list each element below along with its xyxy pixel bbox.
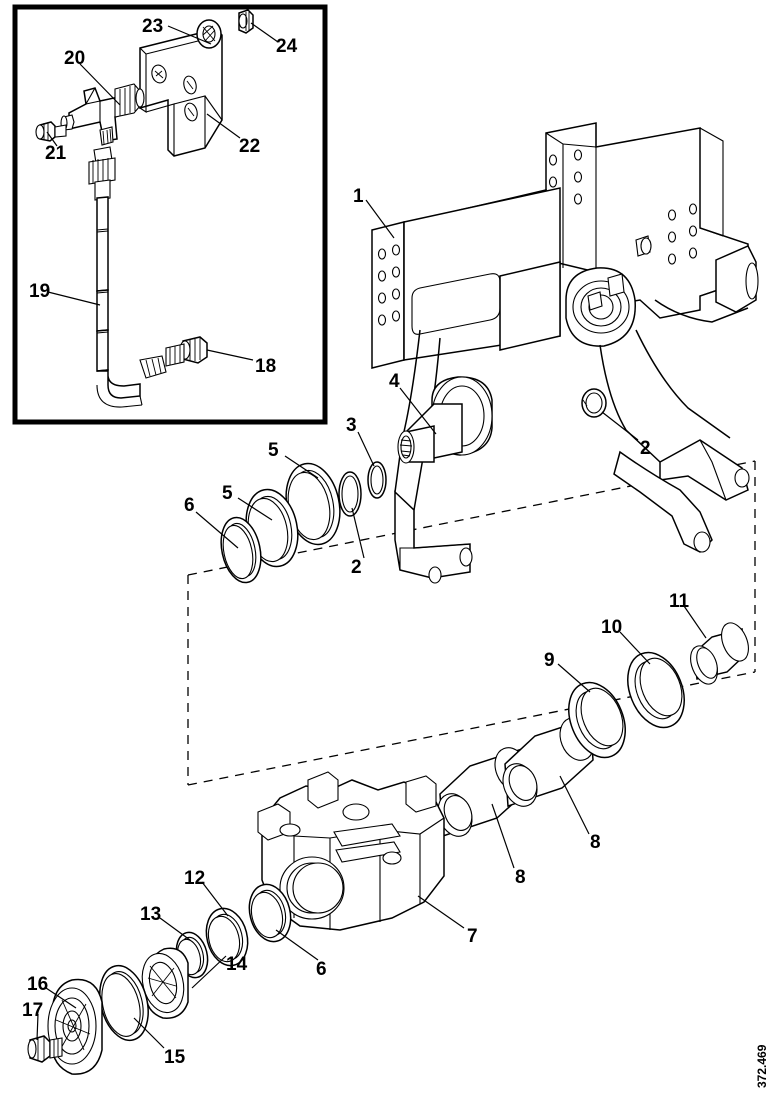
callout-3: 3	[346, 415, 357, 436]
callout-1: 1	[353, 186, 364, 207]
ring-3	[367, 461, 387, 499]
callout-15: 15	[164, 1047, 186, 1068]
callout-9: 9	[544, 650, 555, 671]
tee-fitting-20	[60, 83, 145, 146]
spindle-4	[397, 376, 493, 464]
callout-2a: 2	[640, 438, 651, 459]
callout-6b: 6	[316, 959, 327, 980]
gasket-15	[99, 964, 149, 1042]
banjo-bolt-21	[35, 121, 67, 142]
drain-plug-17	[27, 1035, 63, 1063]
callout-22: 22	[239, 136, 260, 157]
callout-16: 16	[27, 974, 48, 995]
callout-5b: 5	[222, 483, 233, 504]
seal-ring-5a	[285, 462, 341, 546]
callout-5a: 5	[268, 440, 279, 461]
callout-12: 12	[184, 868, 205, 889]
seal-ring-12	[205, 907, 249, 967]
callout-4: 4	[389, 371, 400, 392]
inset-panel: 20 21 22 23 24 19 18	[12, 4, 328, 425]
o-ring-2	[581, 388, 607, 418]
callout-8b: 8	[590, 832, 601, 853]
callout-18: 18	[255, 356, 276, 377]
brake-hose-19	[88, 146, 143, 408]
bearing-cone-14	[141, 947, 189, 1019]
callout-20: 20	[64, 48, 85, 69]
callout-24: 24	[276, 36, 298, 57]
ring-2-small	[338, 471, 362, 517]
piston-seal-10	[627, 651, 685, 729]
callout-17: 17	[22, 1000, 43, 1021]
callout-14: 14	[226, 954, 248, 975]
main-leader-lines	[36, 199, 707, 1049]
callout-21: 21	[45, 143, 67, 164]
caliper-body-7	[257, 771, 445, 931]
inset-leader-lines	[46, 22, 279, 361]
retaining-ring-6b	[248, 883, 292, 943]
callout-8a: 8	[515, 867, 526, 888]
hose-fitting-18	[139, 336, 208, 379]
callout-11: 11	[669, 591, 690, 612]
drawing-number: 372.469	[755, 1044, 769, 1088]
callout-19: 19	[29, 281, 50, 302]
hub-rotor-16	[47, 978, 103, 1075]
mounting-bracket-22	[139, 28, 223, 157]
callout-7: 7	[467, 926, 478, 947]
callout-10: 10	[601, 617, 622, 638]
bushing-11	[690, 622, 749, 685]
callout-6a: 6	[184, 495, 195, 516]
retaining-ring-6a	[220, 516, 262, 584]
callout-23: 23	[142, 16, 163, 37]
nut-24	[238, 9, 254, 34]
piston-seal-9	[568, 681, 626, 759]
callout-2b: 2	[351, 557, 362, 578]
axle-housing-1	[371, 122, 759, 584]
callout-13: 13	[140, 904, 161, 925]
